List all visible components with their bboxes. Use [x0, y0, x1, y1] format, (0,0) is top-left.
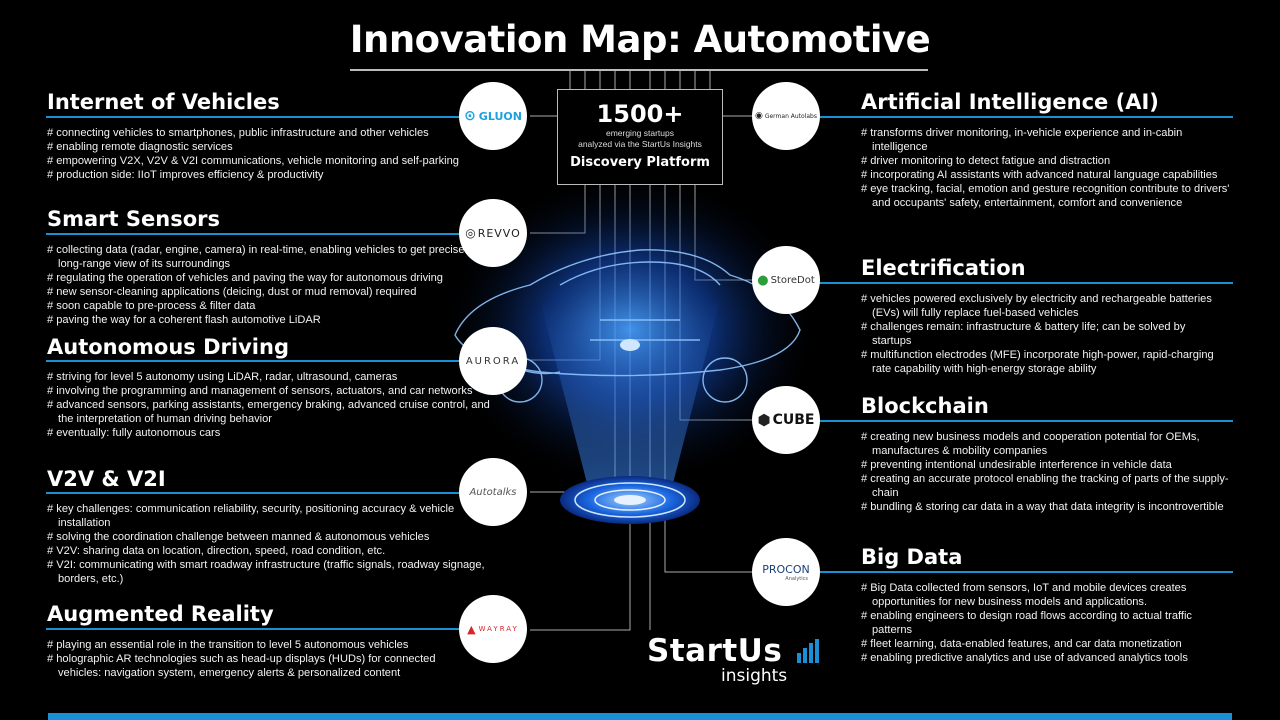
section-rule [46, 360, 470, 362]
section-rule [790, 282, 1233, 284]
list-item: advanced sensors, parking assistants, em… [47, 398, 507, 426]
list-item: vehicles powered exclusively by electric… [861, 292, 1221, 320]
section-rule [46, 628, 470, 630]
bullets-smart-sensors: collecting data (radar, engine, camera) … [47, 243, 492, 327]
list-item: collecting data (radar, engine, camera) … [47, 243, 492, 271]
cube-mark-icon: ⬢ [757, 411, 771, 429]
logo-cube[interactable]: ⬢ CUBE [752, 386, 820, 454]
list-item: multifunction electrodes (MFE) incorpora… [861, 348, 1221, 376]
bullets-v2v-v2i: key challenges: communication reliabilit… [47, 502, 497, 586]
section-rule [790, 116, 1233, 118]
list-item: production side: IIoT improves efficienc… [47, 168, 467, 182]
logo-german-autolabs[interactable]: ◉ German Autolabs [752, 82, 820, 150]
logo-autotalks[interactable]: Autotalks [459, 458, 527, 526]
list-item: creating new business models and coopera… [861, 430, 1233, 458]
list-item: V2I: communicating with smart roadway in… [47, 558, 497, 586]
list-item: striving for level 5 autonomy using LiDA… [47, 370, 507, 384]
logo-wayray[interactable]: ▲ WAYRAY [459, 595, 527, 663]
wayray-mark-icon: ▲ [467, 622, 476, 636]
logo-label: GLUON [478, 109, 522, 123]
list-item: key challenges: communication reliabilit… [47, 502, 497, 530]
bullets-internet-of-vehicles: connecting vehicles to smartphones, publ… [47, 126, 467, 182]
section-rule [46, 116, 470, 118]
list-item: preventing intentional undesirable inter… [861, 458, 1233, 472]
section-rule [790, 571, 1233, 573]
list-item: involving the programming and management… [47, 384, 507, 398]
list-item: paving the way for a coherent flash auto… [47, 313, 492, 327]
list-item: soon capable to pre-process & filter dat… [47, 299, 492, 313]
german-autolabs-mark-icon: ◉ [754, 111, 763, 121]
brand-subtitle: insights [721, 666, 788, 686]
startup-count: 1500+ [596, 100, 684, 128]
section-rule [46, 492, 470, 494]
list-item: driver monitoring to detect fatigue and … [861, 154, 1233, 168]
section-title-v2v-v2i: V2V & V2I [47, 467, 166, 491]
footer-bar [48, 713, 1232, 720]
logo-storedot[interactable]: ● StoreDot [752, 246, 820, 314]
section-rule [790, 420, 1233, 422]
section-title-smart-sensors: Smart Sensors [47, 207, 220, 231]
section-title-electrification: Electrification [861, 256, 1026, 280]
brand-name: StartUs [647, 633, 783, 669]
list-item: V2V: sharing data on location, direction… [47, 544, 497, 558]
page-title: Innovation Map: Automotive [349, 18, 931, 61]
logo-label: AURORA [465, 355, 521, 367]
list-item: incorporating AI assistants with advance… [861, 168, 1233, 182]
logo-label: CUBE [772, 412, 815, 428]
title-underline [350, 69, 928, 71]
logo-label: REVVO [477, 226, 521, 240]
list-item: regulating the operation of vehicles and… [47, 271, 492, 285]
list-item: holographic AR technologies such as head… [47, 652, 457, 680]
gluon-mark-icon: ⊙ [464, 108, 476, 124]
logo-label: Autotalks [469, 486, 517, 498]
list-item: new sensor-cleaning applications (deicin… [47, 285, 492, 299]
list-item: enabling predictive analytics and use of… [861, 651, 1223, 665]
list-item: eventually: fully autonomous cars [47, 426, 507, 440]
list-item: eye tracking, facial, emotion and gestur… [861, 182, 1233, 210]
list-item: Big Data collected from sensors, IoT and… [861, 581, 1223, 609]
list-item: empowering V2X, V2V & V2I communications… [47, 154, 467, 168]
bullets-autonomous-driving: striving for level 5 autonomy using LiDA… [47, 370, 507, 440]
list-item: creating an accurate protocol enabling t… [861, 472, 1233, 500]
startup-count-caption-1: emerging startups [605, 128, 675, 138]
logo-aurora[interactable]: AURORA [459, 327, 527, 395]
revvo-mark-icon: ◎ [465, 226, 476, 240]
bullets-augmented-reality: playing an essential role in the transit… [47, 638, 457, 680]
list-item: fleet learning, data-enabled features, a… [861, 637, 1223, 651]
storedot-mark-icon: ● [757, 272, 769, 288]
brand-logo: StartUs [647, 634, 820, 668]
list-item: enabling engineers to design road flows … [861, 609, 1223, 637]
logo-label: German Autolabs [764, 112, 817, 120]
bullets-blockchain: creating new business models and coopera… [861, 430, 1233, 514]
list-item: enabling remote diagnostic services [47, 140, 467, 154]
bullets-electrification: vehicles powered exclusively by electric… [861, 292, 1221, 376]
list-item: playing an essential role in the transit… [47, 638, 457, 652]
bullets-artificial-intelligence: transforms driver monitoring, in-vehicle… [861, 126, 1233, 210]
startup-count-box: 1500+ emerging startups analyzed via the… [557, 89, 723, 185]
logo-label: PROCON [762, 562, 810, 576]
section-title-blockchain: Blockchain [861, 394, 989, 418]
list-item: connecting vehicles to smartphones, publ… [47, 126, 467, 140]
logo-gluon[interactable]: ⊙ GLUON [459, 82, 527, 150]
list-item: bundling & storing car data in a way tha… [861, 500, 1233, 514]
list-item: challenges remain: infrastructure & batt… [861, 320, 1221, 348]
discovery-platform-label: Discovery Platform [570, 155, 710, 170]
section-title-big-data: Big Data [861, 545, 963, 569]
logo-procon[interactable]: PROCON Analytics [752, 538, 820, 606]
bullets-big-data: Big Data collected from sensors, IoT and… [861, 581, 1223, 665]
list-item: transforms driver monitoring, in-vehicle… [861, 126, 1233, 154]
list-item: solving the coordination challenge betwe… [47, 530, 497, 544]
section-title-autonomous-driving: Autonomous Driving [47, 335, 289, 359]
bar-chart-icon [796, 639, 819, 663]
section-rule [46, 233, 470, 235]
startup-count-caption-2: analyzed via the StartUs Insights [578, 139, 702, 149]
logo-label: StoreDot [770, 274, 815, 286]
logo-revvo[interactable]: ◎ REVVO [459, 199, 527, 267]
section-title-augmented-reality: Augmented Reality [47, 602, 274, 626]
section-title-internet-of-vehicles: Internet of Vehicles [47, 90, 280, 114]
section-title-artificial-intelligence: Artificial Intelligence (AI) [861, 90, 1159, 114]
logo-label: WAYRAY [478, 625, 519, 633]
logo-sublabel: Analytics [785, 575, 808, 582]
